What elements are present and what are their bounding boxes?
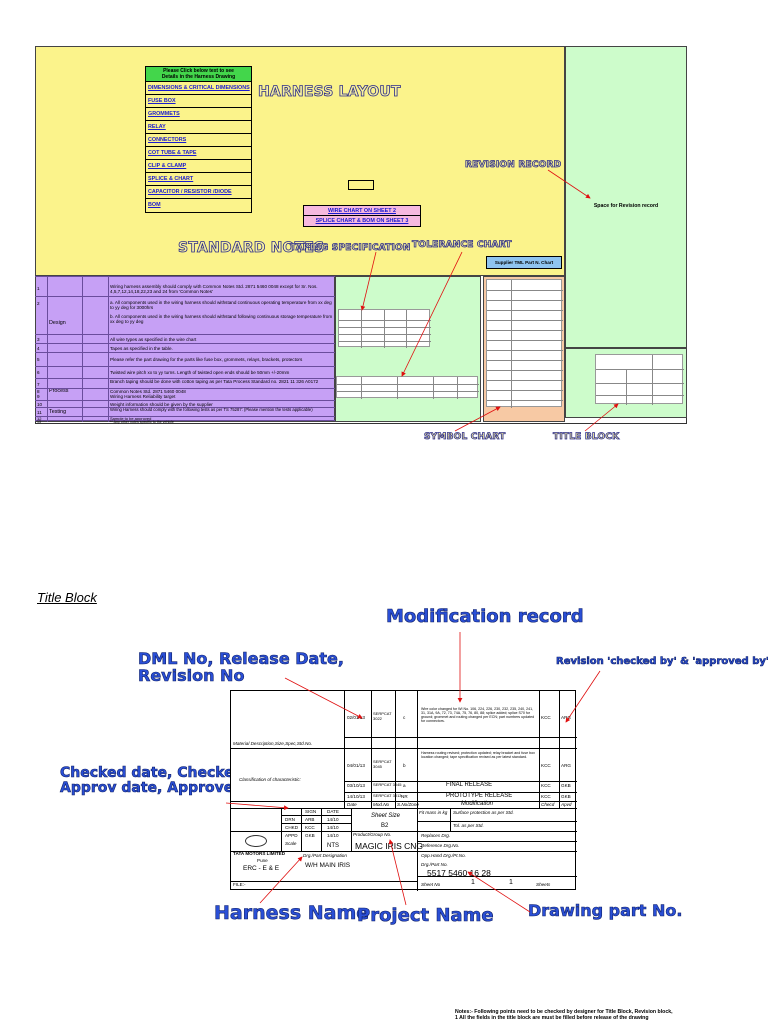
wire-chart-link[interactable]: WIRE CHART ON SHEET 2 <box>304 206 420 216</box>
drawing-part-number: 5517 5460 16 28 <box>427 868 491 878</box>
sheet-links-box: WIRE CHART ON SHEET 2 SPLICE CHART & BOM… <box>303 205 421 227</box>
note-row: 11 Wiring Harness should comply with the… <box>35 407 335 416</box>
menu-link-cot-tube-tape[interactable]: COT TUBE & TAPE <box>146 147 251 160</box>
revision-record-zone <box>565 46 687 348</box>
arrow-dml <box>284 677 363 719</box>
callout-dml-release: DML No, Release Date, Revision No <box>138 649 345 685</box>
harness-name: W/H MAIN IRIS <box>305 862 351 869</box>
menu-link-splice-chart[interactable]: SPLICE & CHART <box>146 173 251 186</box>
standard-notes-label: STANDARD NOTES <box>178 240 325 257</box>
supplier-chart-label: Supplier TML Part N. Chart <box>486 256 562 269</box>
note-row: 4 Tapes as specified in the table. <box>35 343 335 352</box>
callout-revision-checked: Revision 'checked by' & 'approved by' <box>556 656 768 667</box>
arrow-tolerance-chart <box>401 251 463 377</box>
tata-logo-icon <box>245 835 267 847</box>
menu-link-fuse-box[interactable]: FUSE BOX <box>146 95 251 108</box>
menu-link-grommets[interactable]: GROMMETS <box>146 108 251 121</box>
callout-drawing-part-no: Drawing part No. <box>528 901 683 920</box>
note-category-design: Design <box>49 320 66 326</box>
menu-link-relay[interactable]: RELAY <box>146 121 251 134</box>
callout-harness-name: Harness Name <box>214 902 370 924</box>
callout-project-name: Project Name <box>357 905 494 926</box>
title-block-thumbnail <box>595 354 684 405</box>
splice-bom-link[interactable]: SPLICE CHART & BOM ON SHEET 3 <box>315 218 409 224</box>
arrow-checked-date <box>225 802 289 811</box>
note-row: 12 Sample to be approved <box>35 416 335 421</box>
revision-record-label: REVISION RECORD <box>465 160 562 171</box>
note-row: 6 Twisted wire pitch xx to yy turns. Len… <box>35 366 335 378</box>
note-category-testing: Testing <box>49 409 67 415</box>
note-row: 10 Weight information should be given by… <box>35 400 335 407</box>
modification-text: Harness routing revised; protection upda… <box>421 751 535 759</box>
taping-specification-label: TAPING SPECIFICATION <box>290 243 411 254</box>
taping-spec-table <box>338 309 431 348</box>
arrow-title-block <box>584 403 619 432</box>
tolerance-chart-table <box>336 376 479 399</box>
note-row: 13 ** Any other notes specific to the ve… <box>35 420 335 424</box>
menu-header: Please Click below text to see Details i… <box>146 67 251 82</box>
arrow-project-name <box>388 839 407 906</box>
modification-text: Wire color changed for WI No. 106, 224, … <box>421 707 535 723</box>
menu-link-dimensions[interactable]: DIMENSIONS & CRITICAL DIMENSIONS <box>146 82 251 95</box>
arrow-symbol-chart <box>454 406 501 432</box>
note-row: b. All components used in the wiring har… <box>110 314 333 324</box>
drawing-details-menu: Please Click below text to see Details i… <box>145 66 252 213</box>
note-row: 9 Wiring Harness Reliability target <box>37 394 176 399</box>
arrow-drawing-part-no <box>467 871 531 913</box>
project-name: MAGIC IRIS CNG <box>355 841 424 851</box>
title-block: 02/01/13 SERPCAT 3022 c Wire color chang… <box>230 690 577 891</box>
arrow-harness-name <box>259 856 303 904</box>
note-row: 8 Common Notes Std. 2871 5460 0048 <box>35 388 335 394</box>
designer-notes: Notes:- Following points need to be chec… <box>455 1009 673 1021</box>
symbol-chart-table <box>486 279 563 408</box>
menu-link-clip-clamp[interactable]: CLIP & CLAMP <box>146 160 251 173</box>
tolerance-chart-label: TOLERANCE CHART <box>412 240 512 251</box>
harness-layout-zone <box>35 46 565 276</box>
symbol-chart-label: SYMBOL CHART <box>424 432 506 443</box>
note-row: 7 Branch taping should be done with cott… <box>35 378 335 388</box>
menu-link-capacitor[interactable]: CAPACITOR / RESISTOR /DIODE <box>146 186 251 199</box>
harness-layout-label: HARNESS LAYOUT <box>258 84 401 101</box>
note-row: 1 Wiring harness assembly should comply … <box>35 276 335 296</box>
menu-link-connectors[interactable]: CONNECTORS <box>146 134 251 147</box>
arrow-taping-spec <box>360 251 377 311</box>
space-for-revision-label: Space for Revision record <box>593 203 659 209</box>
arrow-revision-record <box>547 169 591 199</box>
title-block-heading: Title Block <box>37 590 97 605</box>
arrow-revision-checked <box>565 670 601 723</box>
empty-box <box>348 180 374 190</box>
note-row: 2 a. All components used in the wiring h… <box>35 296 335 312</box>
note-category-process: Process <box>49 388 69 394</box>
note-row: 5 Please refer the part drawing for the … <box>35 352 335 366</box>
note-row: 3 All wire types as specified in the wir… <box>35 334 335 343</box>
callout-modification-record: Modification record <box>386 606 584 627</box>
menu-link-bom[interactable]: BOM <box>148 202 161 208</box>
title-block-label: TITLE BLOCK <box>553 432 620 443</box>
standard-notes-zone <box>35 276 335 422</box>
